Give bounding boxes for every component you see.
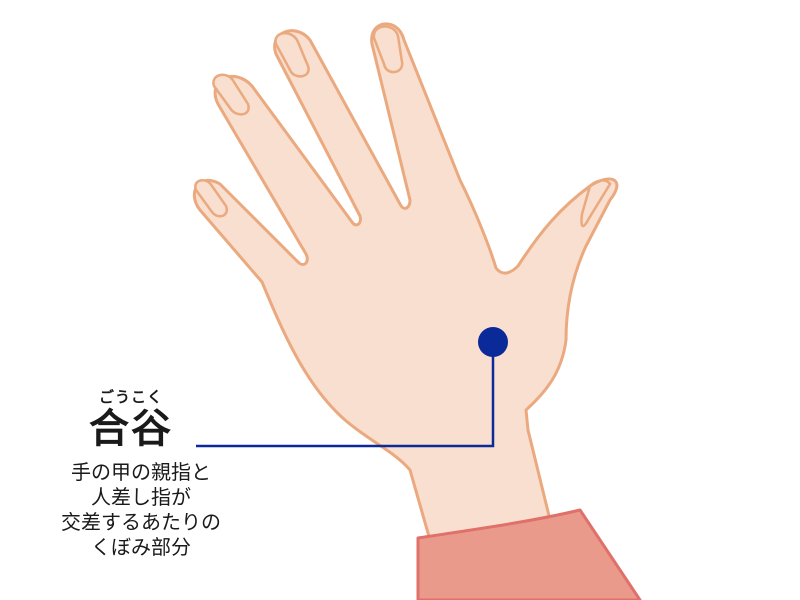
nail-middle	[274, 32, 310, 78]
thumb-crease	[580, 179, 612, 228]
description-line: 人差し指が	[91, 485, 191, 509]
fingernails	[194, 25, 404, 218]
nail-index	[372, 25, 404, 74]
acupoint-description: 手の甲の親指と 人差し指が 交差するあたりの くぼみ部分	[30, 460, 252, 560]
hand-back-icon	[193, 22, 619, 542]
nail-pinky	[194, 178, 229, 218]
sleeve	[416, 508, 642, 600]
leader-line	[196, 342, 495, 448]
acupoint-reading: ごうこく	[98, 388, 163, 406]
description-line: くぼみ部分	[91, 535, 191, 559]
description-line: 交差するあたりの	[61, 510, 221, 534]
acupoint-marker	[478, 327, 508, 357]
acupoint-label: ごうこく 合谷 手の甲の親指と 人差し指が 交差するあたりの くぼみ部分	[30, 388, 252, 560]
description-line: 手の甲の親指と	[71, 460, 211, 484]
nail-ring	[212, 73, 250, 116]
acupoint-name: 合谷	[89, 406, 173, 452]
